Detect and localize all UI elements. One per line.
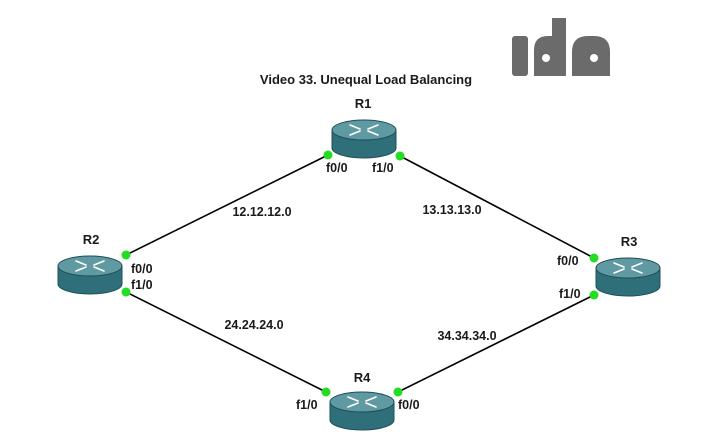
- port-dot-r3-f0-0: [589, 253, 599, 263]
- interface-label: f1/0: [372, 161, 394, 175]
- link-r2-r4: [125, 291, 327, 393]
- router-r1[interactable]: [331, 119, 397, 159]
- port-dot-r3-f1-0: [589, 290, 599, 300]
- interface-label: f1/0: [559, 287, 581, 301]
- interface-label: f1/0: [296, 398, 318, 412]
- router-icon: [57, 255, 123, 295]
- logo: [512, 18, 610, 76]
- router-icon: [329, 391, 395, 431]
- router-label-r4: R4: [354, 370, 371, 385]
- port-dot-r1-f0-0: [323, 150, 333, 160]
- diagram-title: Video 33. Unequal Load Balancing: [260, 72, 472, 87]
- router-r4[interactable]: [329, 391, 395, 431]
- router-label-r2: R2: [83, 232, 100, 247]
- interface-label: f0/0: [131, 262, 153, 276]
- interface-label: f0/0: [398, 398, 420, 412]
- port-dot-r1-f1-0: [395, 151, 405, 161]
- router-r3[interactable]: [595, 257, 661, 297]
- router-label-r3: R3: [621, 234, 638, 249]
- router-icon: [331, 119, 397, 159]
- port-dot-r2-f1-0: [121, 287, 131, 297]
- network-label: 12.12.12.0: [232, 205, 291, 219]
- router-icon: [595, 257, 661, 297]
- interface-label: f1/0: [131, 278, 153, 292]
- link-r2-r1: [125, 154, 329, 256]
- router-label-r1: R1: [355, 96, 372, 111]
- port-dot-r4-f1-0: [321, 387, 331, 397]
- network-label: 13.13.13.0: [422, 203, 481, 217]
- network-label: 24.24.24.0: [224, 318, 283, 332]
- network-label: 34.34.34.0: [437, 329, 496, 343]
- interface-label: f0/0: [557, 254, 579, 268]
- port-dot-r2-f0-0: [121, 250, 131, 260]
- port-dot-r4-f0-0: [393, 387, 403, 397]
- interface-label: f0/0: [326, 161, 348, 175]
- router-r2[interactable]: [57, 255, 123, 295]
- port-dots: [121, 150, 599, 397]
- link-r1-r3: [399, 155, 595, 259]
- link-r4-r3: [397, 294, 595, 393]
